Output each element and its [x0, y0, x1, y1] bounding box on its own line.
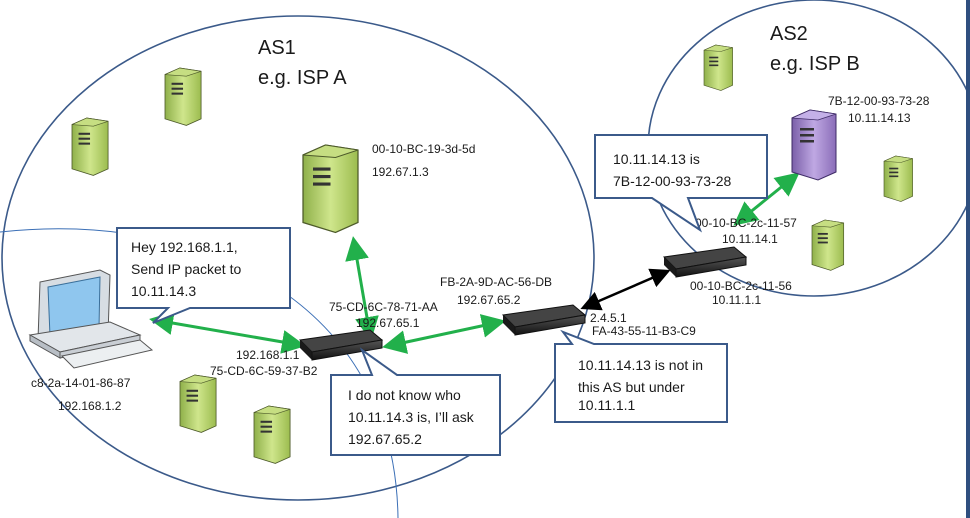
callout-r1-line2: 10.11.14.3 is, I’ll ask	[348, 409, 475, 425]
server-icon	[703, 44, 733, 91]
purple-server-mac: 7B-12-00-93-73-28	[828, 94, 930, 108]
right-edge-bar	[966, 0, 970, 518]
server-icon	[811, 219, 845, 271]
link-server-r1	[345, 236, 379, 341]
callout-r3-line1: 10.11.14.13 is	[613, 151, 700, 167]
r3-mac-bottom: 00-10-BC-2c-11-56	[690, 279, 792, 293]
r3-ip-bottom: 10.11.1.1	[712, 293, 761, 307]
callout-r3: 10.11.14.13 is 7B-12-00-93-73-28	[594, 134, 768, 233]
r3-ip-top: 10.11.14.1	[722, 232, 778, 246]
server-main-icon	[302, 144, 359, 234]
as1-name: AS1	[258, 37, 296, 59]
purple-server-icon	[791, 109, 837, 181]
router-r1-icon	[298, 329, 384, 361]
r1-ip-bottom: 192.168.1.1	[236, 348, 300, 362]
callout-r1-line3: 192.67.65.2	[348, 431, 422, 447]
callout-r2-line1: 10.11.14.13 is not in	[578, 357, 703, 373]
r1-ip-top: 192.67.65.1	[356, 316, 420, 330]
r2-mac-right: FA-43-55-11-B3-C9	[592, 324, 696, 338]
callout-r2-line2: this AS but under	[578, 379, 685, 395]
server-main-ip: 192.67.1.3	[372, 165, 429, 179]
callout-r2: 10.11.14.13 is not in this AS but under …	[554, 329, 728, 423]
callout-r3-line2: 7B-12-00-93-73-28	[613, 173, 732, 189]
link-r1-r2	[382, 314, 506, 354]
r3-mac-top: 00-10-BC-2c-11-57	[695, 216, 797, 230]
pc-mac: c8-2a-14-01-86-87	[31, 376, 131, 390]
router-r3-icon	[662, 246, 748, 278]
server-main-mac: 00-10-BC-19-3d-5d	[372, 142, 475, 156]
server-icon	[179, 374, 217, 433]
as2-name: AS2	[770, 23, 808, 45]
server-icon	[253, 405, 291, 464]
r2-mac-top: FB-2A-9D-AC-56-DB	[440, 275, 552, 289]
callout-r1: I do not know who 10.11.14.3 is, I’ll as…	[330, 347, 501, 456]
as2-desc: e.g. ISP B	[770, 53, 860, 75]
server-icon	[164, 67, 202, 126]
server-icon	[883, 155, 913, 202]
router-r2-icon	[501, 304, 587, 336]
callout-r2-line3: 10.11.1.1	[578, 397, 636, 413]
as1-desc: e.g. ISP A	[258, 67, 347, 89]
server-icon	[71, 117, 109, 176]
r1-mac-top: 75-CD-6C-78-71-AA	[329, 300, 438, 314]
callout-pc: Hey 192.168.1.1, Send IP packet to 10.11…	[116, 227, 291, 324]
pc-icon	[28, 269, 154, 369]
r2-ip-right: 2.4.5.1	[590, 311, 627, 325]
pc-ip: 192.168.1.2	[58, 399, 122, 413]
as1-region	[1, 15, 595, 501]
callout-pc-line2: Send IP packet to	[131, 261, 241, 277]
link-pc-r1	[149, 311, 306, 354]
r1-mac-bottom: 75-CD-6C-59-37-B2	[210, 364, 318, 378]
link-r2-r3	[580, 268, 671, 311]
purple-server-ip: 10.11.14.13	[848, 111, 911, 125]
callout-r1-line1: I do not know who	[348, 387, 461, 403]
callout-pc-line1: Hey 192.168.1.1,	[131, 239, 238, 255]
callout-pc-line3: 10.11.14.3	[131, 283, 196, 299]
r2-ip-top: 192.67.65.2	[457, 293, 521, 307]
